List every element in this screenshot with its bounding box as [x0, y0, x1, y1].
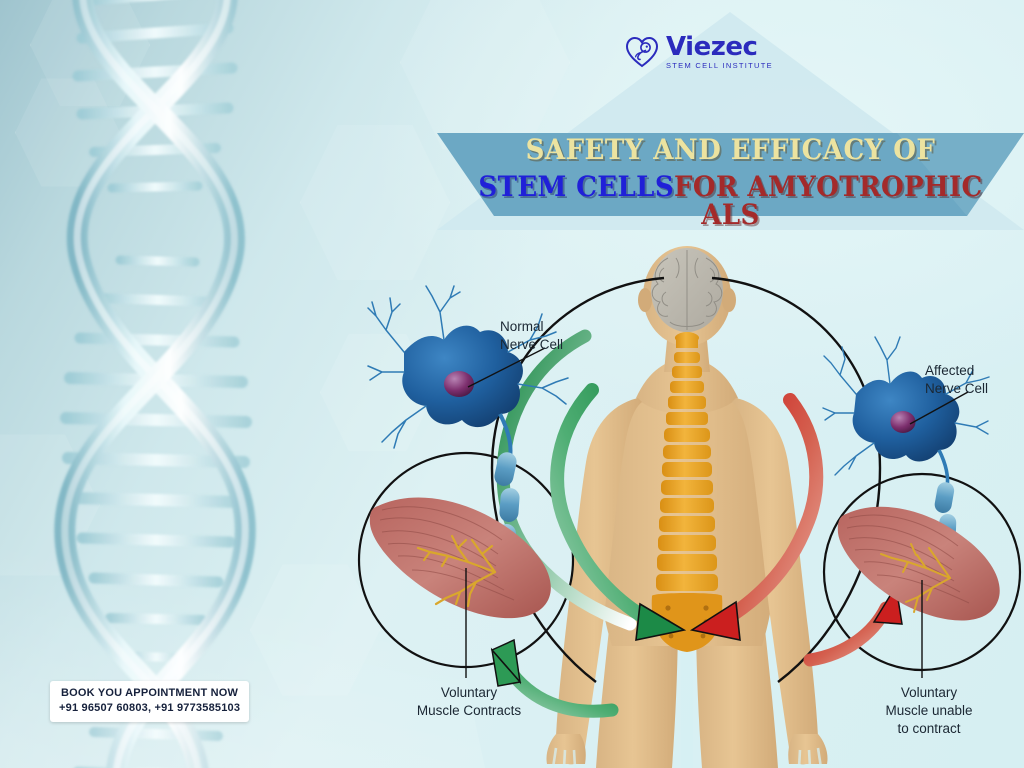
- nerve-endings-affected: [880, 543, 951, 613]
- red-arrow-lower: [803, 583, 903, 667]
- title-for-als: FOR AMYOTROPHIC ALS: [674, 170, 983, 231]
- hexagon-shape: [300, 124, 450, 281]
- hexagon-shape: [250, 564, 380, 696]
- heart-embryo-icon: [625, 36, 659, 67]
- left-muscle: [369, 497, 551, 619]
- dna-helix-graphic: [54, 0, 256, 768]
- label-muscle-contracts: Voluntary Muscle Contracts: [416, 685, 522, 719]
- title-stem-cells: STEM CELLS: [478, 170, 675, 203]
- leader-lines: [465, 347, 969, 678]
- label-muscle-unable: Voluntary Muscle unable to contract: [885, 685, 973, 737]
- brand-logo[interactable]: Viezec STEM CELL INSTITUTE: [625, 34, 773, 70]
- header-banner: SAFETY AND EFFICACY OF STEM CELLSFOR AMY…: [437, 8, 1024, 230]
- brand-name: Viezec: [666, 32, 758, 62]
- green-arrow-to-spine: [550, 383, 687, 642]
- leader-normal-neuron: [467, 347, 546, 388]
- banner-band: [437, 133, 1024, 216]
- contact-phones[interactable]: +91 96507 60803, +91 9773585103: [59, 701, 241, 714]
- red-arrow-to-spine: [689, 393, 824, 642]
- label-normal-nerve-cell: Normal Nerve Cell: [500, 319, 564, 353]
- label-affected-nerve-cell: Affected Nerve Cell: [925, 363, 989, 397]
- affected-neuron: [822, 336, 990, 604]
- contact-heading: BOOK YOU APPOINTMENT NOW: [61, 687, 239, 699]
- brand-tagline: STEM CELL INSTITUTE: [666, 61, 773, 70]
- spine-graphic: [651, 332, 723, 652]
- title-line-2: STEM CELLSFOR AMYOTROPHIC ALS: [458, 173, 1004, 229]
- leader-affected-neuron: [909, 391, 969, 425]
- nerve-endings: [416, 534, 497, 608]
- contact-box[interactable]: BOOK YOU APPOINTMENT NOW +91 96507 60803…: [50, 681, 250, 722]
- right-muscle: [837, 506, 1000, 621]
- human-figure: [546, 246, 828, 768]
- green-arrow-lower: [490, 638, 619, 718]
- page-title: SAFETY AND EFFICACY OF STEM CELLSFOR AMY…: [437, 136, 1024, 229]
- title-line-1: SAFETY AND EFFICACY OF: [525, 133, 936, 166]
- brain-graphic: [651, 248, 723, 332]
- logo-text-block: Viezec STEM CELL INSTITUTE: [666, 34, 773, 70]
